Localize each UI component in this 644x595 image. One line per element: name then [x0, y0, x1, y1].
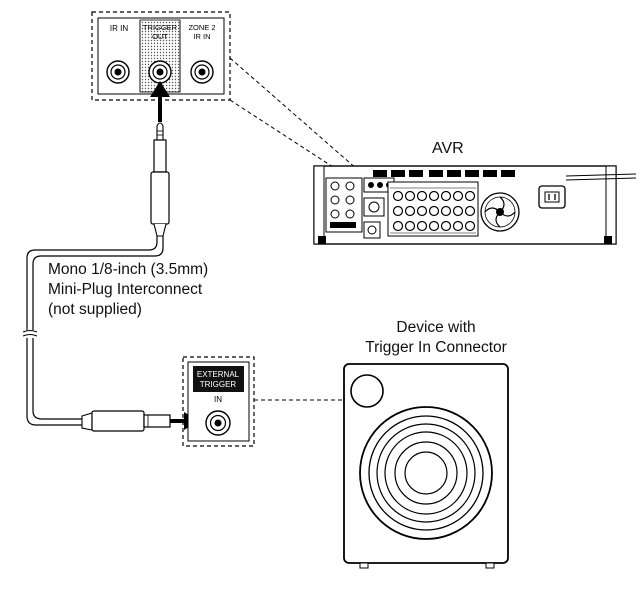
- subwoofer-device: [343, 363, 509, 569]
- woofer-cone-icon: [359, 406, 493, 540]
- ac-inlet-icon: [538, 185, 566, 209]
- zone2-ir-in-jack-icon: [190, 60, 214, 84]
- arrow-up-icon: [150, 81, 170, 122]
- speaker-terminals: [387, 181, 479, 237]
- trigger-in-jack-icon: [205, 410, 231, 436]
- avr-label: AVR: [432, 140, 464, 157]
- cooling-fan-icon: [480, 192, 520, 232]
- port-label-trigger-out: TRIGGER: [143, 23, 178, 32]
- cable-caption: Mono 1/8-inch (3.5mm) Mini-Plug Intercon…: [48, 260, 208, 320]
- external-trigger-dashed-frame: [182, 356, 255, 447]
- mini-plug-top-icon: [150, 122, 170, 237]
- port-label-zone2-line2: IR IN: [193, 32, 210, 41]
- device-caption-line2: Trigger In Connector: [365, 339, 507, 356]
- external-trigger-label-box: [193, 366, 244, 392]
- cable: [22, 236, 164, 426]
- cable-caption-line1: Mono 1/8-inch (3.5mm): [48, 261, 209, 278]
- port-label-trigger-out-line2: OUT: [152, 32, 168, 41]
- trigger-out-jack-icon: [148, 60, 172, 84]
- mini-plug-bottom-icon: [81, 410, 171, 432]
- device-caption-line1: Device with: [396, 319, 476, 336]
- cable-caption-line2: Mini-Plug Interconnect: [48, 281, 203, 298]
- port-label-zone2: ZONE 2: [188, 23, 215, 32]
- external-trigger-in-label: IN: [214, 395, 222, 404]
- cable-caption-line3: (not supplied): [48, 301, 142, 318]
- leader-line-panel-top: [229, 57, 359, 171]
- avr-rear-panel: [313, 165, 637, 245]
- external-trigger-label: EXTERNAL: [197, 370, 240, 379]
- hdmi-ports: [373, 170, 515, 177]
- external-trigger-detail: EXTERNAL TRIGGER IN: [182, 356, 255, 447]
- device-caption: Device with Trigger In Connector: [358, 318, 514, 358]
- bass-port-icon: [350, 374, 384, 408]
- port-label-ir-in: IR IN: [110, 24, 128, 33]
- ir-in-jack-icon: [106, 60, 130, 84]
- leader-line-panel-bottom: [229, 99, 351, 179]
- external-trigger-label-line2: TRIGGER: [200, 380, 237, 389]
